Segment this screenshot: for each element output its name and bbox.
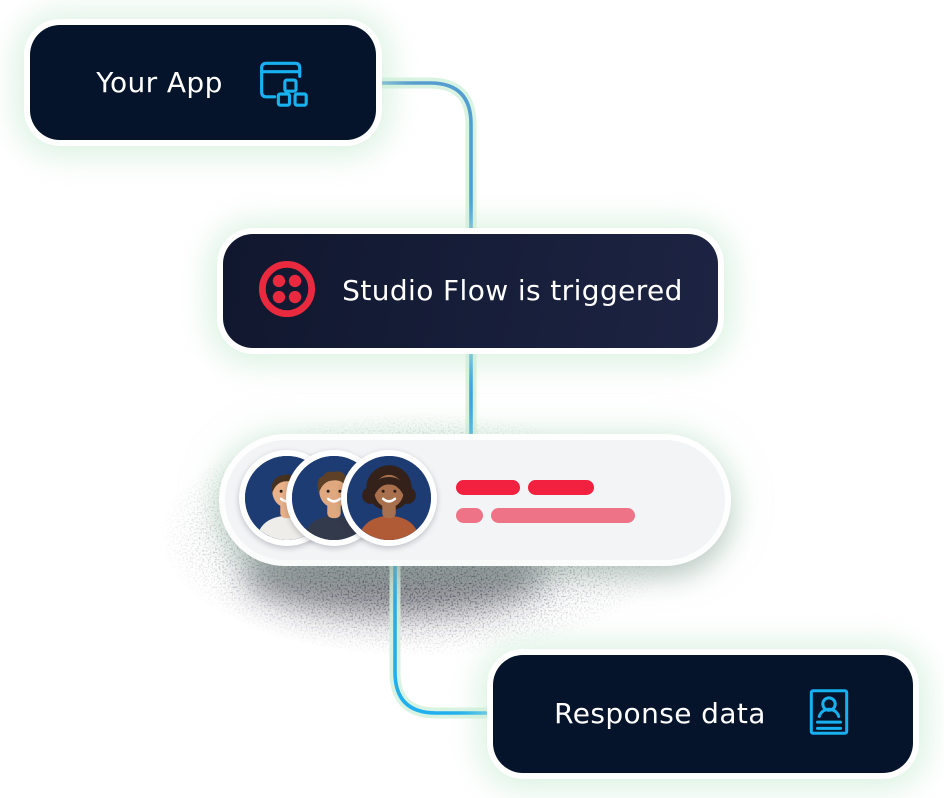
message-bar-row [456,508,635,523]
node-studio-flow: Studio Flow is triggered [223,234,718,348]
message-placeholder-bars [456,480,635,523]
avatar-stack [239,450,449,550]
node-response-data: Response data [493,655,913,773]
message-bar [456,480,520,495]
message-bar [528,480,594,495]
twilio-logo-icon [258,260,316,322]
studio-flow-label: Studio Flow is triggered [342,274,683,307]
response-data-label: Response data [554,697,766,730]
avatar-woman-curly-hair [341,450,437,546]
message-bar [456,508,483,523]
connector-conversation-to-response [393,546,495,715]
message-bar-row [456,480,635,495]
contact-card-icon [806,686,852,742]
node-conversation [225,440,725,560]
node-your-app: Your App [30,25,376,140]
message-bar [491,508,635,523]
app-window-flow-icon [256,55,310,111]
your-app-label: Your App [96,65,223,99]
connector-app-to-studio [374,81,473,240]
